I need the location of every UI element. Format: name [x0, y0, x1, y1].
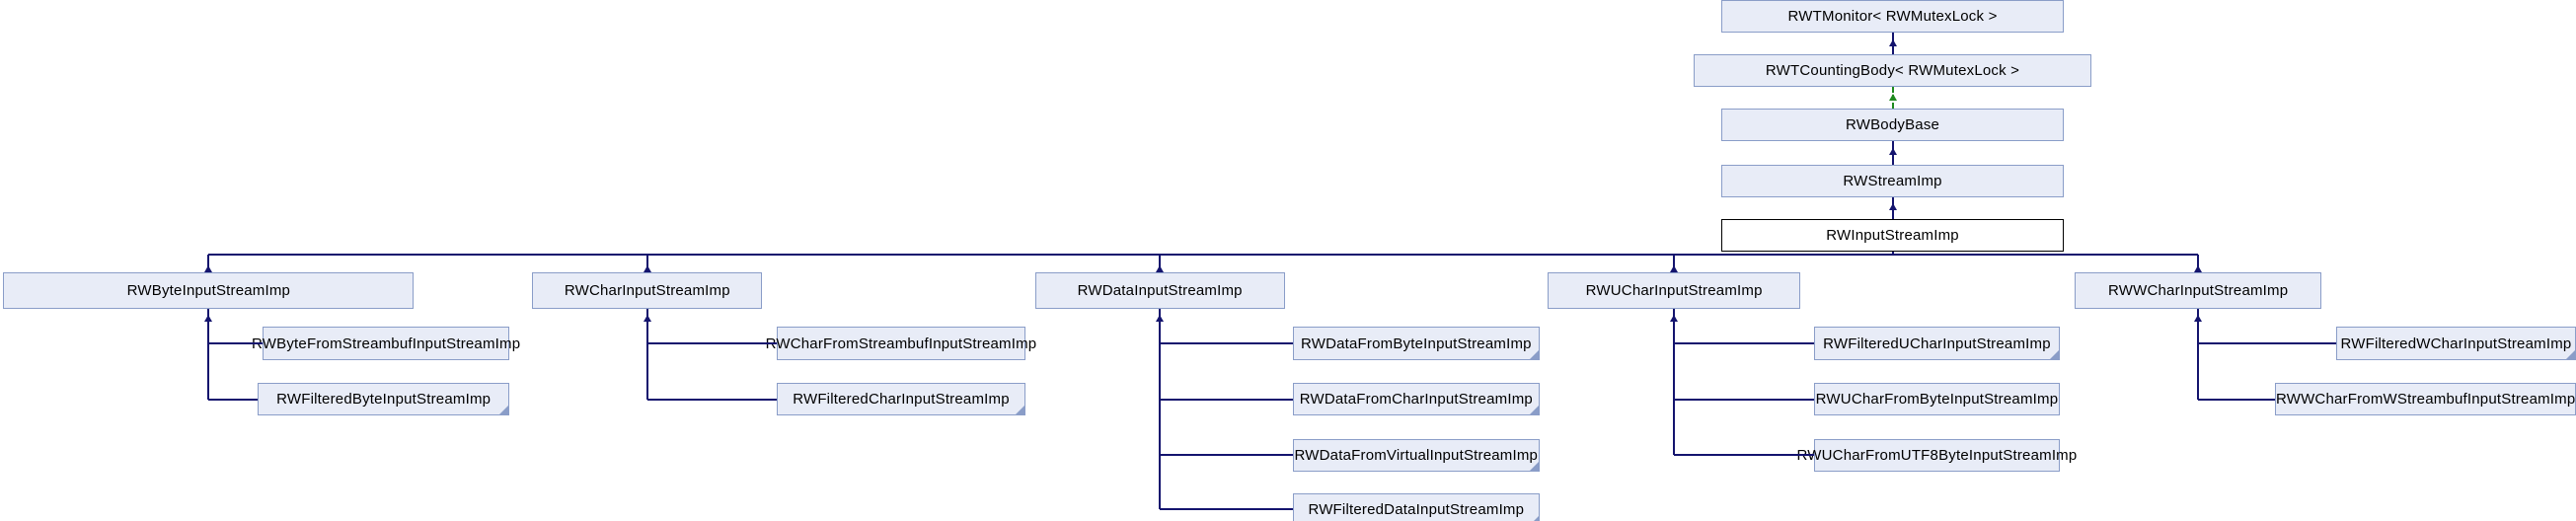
connector-line-vertical: [1673, 309, 1676, 456]
class-node-rwucharfromutf8byteinputstreamimp[interactable]: RWUCharFromUTF8ByteInputStreamImp: [1797, 438, 2077, 473]
class-node-rwwcharfromwstreambufinputstreamimp[interactable]: RWWCharFromWStreambufInputStreamImp: [2275, 383, 2576, 416]
connector-line-horizontal: [1160, 454, 1293, 457]
class-node-rwfiltereddatainputstreamimp[interactable]: RWFilteredDataInputStreamImp: [1292, 492, 1540, 521]
class-node-rwdatafromcharinputstreamimp[interactable]: RWDataFromCharInputStreamImp: [1292, 383, 1540, 416]
class-node-rwfilteredwcharinputstreamimp[interactable]: RWFilteredWCharInputStreamImp: [2335, 327, 2576, 360]
connector-line-vertical: [1159, 255, 1162, 273]
class-node-label: RWTMonitor< RWMutexLock >: [1787, 8, 1998, 26]
class-node-rwtcountingbody[interactable]: RWTCountingBody< RWMutexLock >: [1694, 53, 2091, 88]
class-node-rwucharinputstreamimp[interactable]: RWUCharInputStreamImp: [1547, 272, 1801, 310]
class-node-rwfilteredbyteinputstreamimp[interactable]: RWFilteredByteInputStreamImp: [258, 383, 509, 416]
class-node-label: RWDataFromVirtualInputStreamImp: [1294, 446, 1539, 464]
inheritance-arrowhead: [2194, 265, 2203, 273]
class-node-label: RWCharInputStreamImp: [564, 282, 730, 300]
connector-line-vertical: [1159, 309, 1162, 510]
connector-line-vertical: [207, 309, 210, 400]
connector-line-horizontal: [1160, 398, 1293, 401]
connector-line-horizontal: [646, 398, 778, 401]
connector-line-vertical: [2197, 309, 2200, 400]
class-node-label: RWUCharInputStreamImp: [1585, 282, 1763, 300]
inheritance-arrowhead: [1156, 265, 1165, 273]
class-node-label: RWCharFromStreambufInputStreamImp: [765, 335, 1037, 352]
inheritance-arrowhead: [204, 315, 213, 323]
connector-line-horizontal: [2198, 342, 2336, 345]
connector-line-horizontal: [208, 342, 264, 345]
class-node-label: RWStreamImp: [1843, 172, 1942, 189]
class-node-label: RWWCharFromWStreambufInputStreamImp: [2275, 391, 2576, 409]
class-node-rwbytefromstreambufinputstreamimp[interactable]: RWByteFromStreambufInputStreamImp: [252, 327, 520, 360]
inheritance-arrowhead: [1670, 265, 1679, 273]
inheritance-arrowhead: [643, 265, 651, 273]
class-node-rwfiltereducharinputstreamimp[interactable]: RWFilteredUCharInputStreamImp: [1813, 327, 2061, 360]
inheritance-arrowhead: [1888, 93, 1897, 101]
class-node-label: RWDataFromByteInputStreamImp: [1300, 335, 1532, 352]
connector-line-vertical: [2197, 255, 2200, 273]
connector-line-horizontal: [1674, 454, 1814, 457]
inheritance-arrowhead: [1670, 315, 1679, 323]
class-node-label: RWByteInputStreamImp: [126, 282, 291, 300]
class-node-label: RWDataFromCharInputStreamImp: [1299, 391, 1533, 409]
class-node-rwdatafromvirtualinputstreamimp[interactable]: RWDataFromVirtualInputStreamImp: [1292, 438, 1540, 473]
inheritance-arrowhead: [2194, 315, 2203, 323]
class-node-label: RWFilteredByteInputStreamImp: [276, 391, 492, 409]
connector-line-vertical: [1673, 255, 1676, 273]
class-node-label: RWDataInputStreamImp: [1077, 282, 1243, 300]
class-node-rwbyteinputstreamimp[interactable]: RWByteInputStreamImp: [3, 272, 415, 310]
class-node-rwcharfromstreambufinputstreamimp[interactable]: RWCharFromStreambufInputStreamImp: [766, 327, 1036, 360]
connector-line-horizontal: [1674, 398, 1814, 401]
inheritance-arrowhead: [643, 315, 651, 323]
connector-line-horizontal: [208, 398, 259, 401]
class-node-rwdatafrombyteinputstreamimp[interactable]: RWDataFromByteInputStreamImp: [1292, 327, 1540, 360]
inheritance-arrowhead: [1888, 38, 1897, 46]
connector-line-horizontal: [1160, 508, 1293, 511]
class-node-label: RWUCharFromUTF8ByteInputStreamImp: [1796, 446, 2078, 464]
class-node-rwcharinputstreamimp[interactable]: RWCharInputStreamImp: [532, 272, 763, 310]
class-node-label: RWUCharFromByteInputStreamImp: [1815, 391, 2059, 409]
class-node-label: RWFilteredCharInputStreamImp: [793, 391, 1010, 409]
class-node-rwdatainputstreamimp[interactable]: RWDataInputStreamImp: [1034, 272, 1285, 310]
class-node-label: RWBodyBase: [1845, 116, 1940, 134]
class-node-rwtmonitor[interactable]: RWTMonitor< RWMutexLock >: [1721, 0, 2064, 34]
class-node-rwinputstreamimp[interactable]: RWInputStreamImp: [1721, 218, 2064, 252]
class-node-label: RWTCountingBody< RWMutexLock >: [1765, 62, 2020, 80]
class-node-rwstreamimp[interactable]: RWStreamImp: [1721, 164, 2064, 197]
connector-line-horizontal: [1674, 342, 1814, 345]
connector-line-horizontal: [1160, 342, 1293, 345]
class-node-label: RWWCharInputStreamImp: [2107, 282, 2289, 300]
connector-line-vertical: [645, 309, 648, 400]
class-node-rwfilteredcharinputstreamimp[interactable]: RWFilteredCharInputStreamImp: [777, 383, 1025, 416]
class-node-rwbodybase[interactable]: RWBodyBase: [1721, 108, 2064, 142]
inheritance-arrowhead: [1888, 203, 1897, 211]
connector-line-horizontal: [208, 254, 2199, 257]
connector-line-vertical: [1891, 251, 1894, 256]
connector-line-vertical: [645, 255, 648, 273]
class-node-label: RWInputStreamImp: [1826, 226, 1959, 244]
inheritance-arrowhead: [1888, 147, 1897, 155]
class-node-label: RWByteFromStreambufInputStreamImp: [252, 335, 521, 352]
connector-line-vertical: [207, 255, 210, 273]
class-node-rwucharfrombyteinputstreamimp[interactable]: RWUCharFromByteInputStreamImp: [1813, 383, 2061, 416]
class-node-label: RWFilteredDataInputStreamImp: [1308, 500, 1525, 518]
connector-line-horizontal: [646, 342, 778, 345]
class-node-label: RWFilteredUCharInputStreamImp: [1823, 335, 2051, 352]
class-node-rwwcharinputstreamimp[interactable]: RWWCharInputStreamImp: [2075, 272, 2321, 310]
inheritance-arrowhead: [204, 265, 213, 273]
class-node-label: RWFilteredWCharInputStreamImp: [2340, 335, 2572, 352]
connector-line-horizontal: [2198, 398, 2276, 401]
inheritance-arrowhead: [1156, 315, 1165, 323]
